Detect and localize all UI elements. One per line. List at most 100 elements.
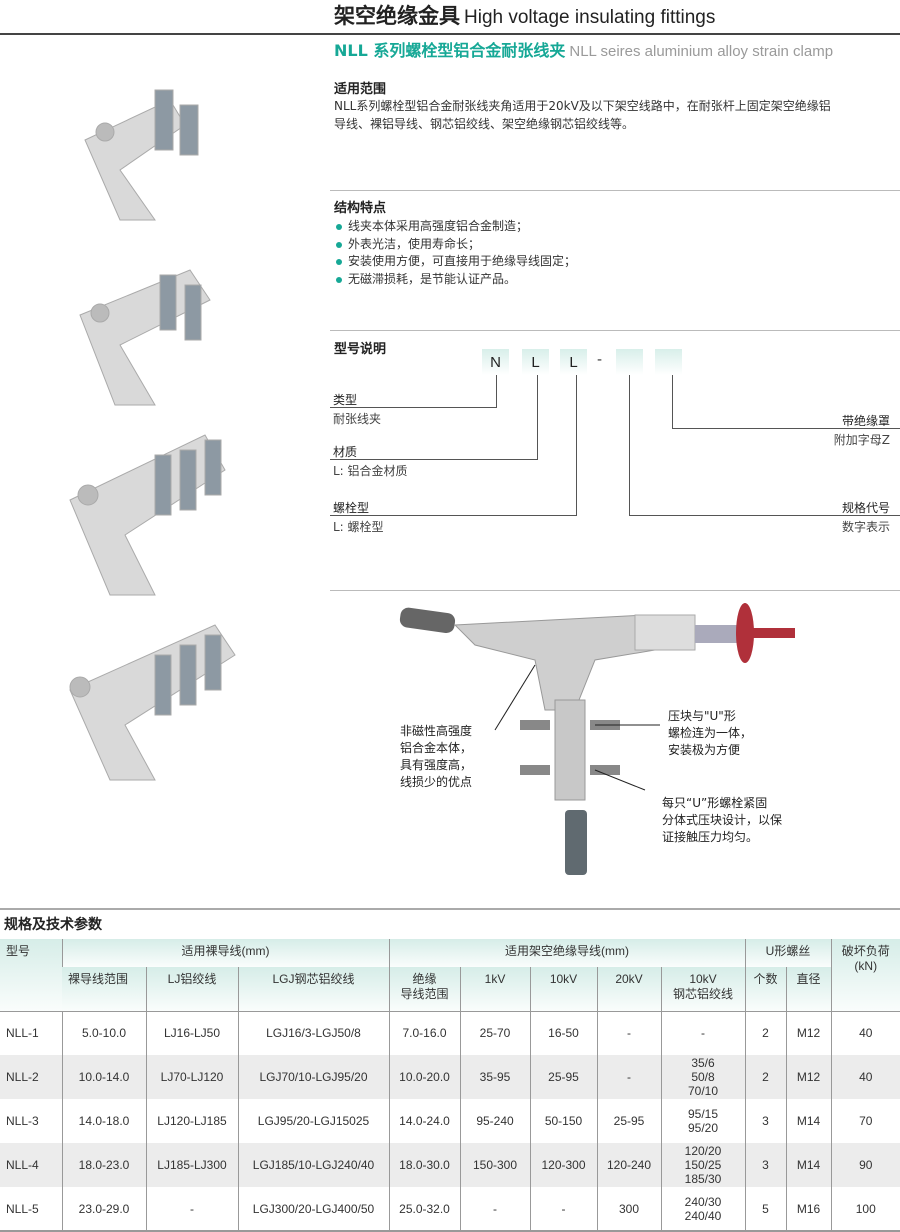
col-count: 个数 [745,967,786,1011]
table-cell: 70 [831,1099,900,1143]
model-heading: 型号说明 [334,338,386,357]
callout-line: 具有强度高， [400,757,472,774]
section-divider [330,190,900,191]
cell-line: 150/25 [662,1158,745,1172]
callout-body: 非磁性高强度铝合金本体，具有强度高，线损少的优点 [400,723,472,791]
table-cell: LGJ16/3-LGJ50/8 [238,1011,389,1055]
callout-line: 压块与"U"形 [668,708,752,725]
table-cell: - [597,1055,661,1099]
leader-line [537,375,538,460]
table-cell: 5 [745,1187,786,1231]
leader-line [672,375,673,429]
cover-value: 附加字母Z [834,431,890,448]
col-bare-range: 裸导线范围 [62,967,146,1011]
table-cell: M12 [786,1011,831,1055]
col-label-line: 绝缘 [390,972,460,987]
table-cell: 95-240 [460,1099,530,1143]
scope-text: NLL系列螺栓型铝合金耐张线夹角适用于20kV及以下架空线路中，在耐张杆上固定架… [334,97,900,133]
table-cell: 300 [597,1187,661,1231]
table-cell: 5.0-10.0 [62,1011,146,1055]
table-cell: 35-95 [460,1055,530,1099]
cell-line: 50/8 [662,1070,745,1084]
table-cell: - [661,1011,745,1055]
table-cell: 7.0-16.0 [389,1011,460,1055]
table-cell: 3 [745,1143,786,1187]
spec-code-value: 数字表示 [842,518,890,535]
table-cell: 90 [831,1143,900,1187]
callout-line: 线损少的优点 [400,774,472,791]
product-photo-2 [60,255,240,425]
scope-line: 导线、裸铝导线、钢芯铝绞线、架空绝缘钢芯铝绞线等。 [334,115,900,133]
material-value: L: 铝合金材质 [333,462,408,479]
table-cell: LGJ70/10-LGJ95/20 [238,1055,389,1099]
table-cell: - [530,1187,597,1231]
col-lj: LJ铝绞线 [146,967,238,1011]
table-cell: NLL-5 [0,1187,62,1231]
spec-table: 型号 适用裸导线(mm) 适用架空绝缘导线(mm) U形螺丝 破坏负荷(kN) … [0,939,900,1232]
code-cover-box [655,349,682,375]
col-lgj: LGJ钢芯铝绞线 [238,967,389,1011]
table-cell: M14 [786,1143,831,1187]
cell-line: 95/20 [662,1121,745,1135]
col-label-line: 钢芯铝绞线 [662,987,745,1002]
table-cell: LJ185-LJ300 [146,1143,238,1187]
features-list: 线夹本体采用高强度铝合金制造； 外表光洁，使用寿命长； 安装使用方便，可直接用于… [334,218,576,288]
col-ins-range: 绝缘导线范围 [389,967,460,1011]
cover-label: 带绝缘罩 [842,412,890,429]
callout-line: 分体式压块设计，以保 [662,812,782,829]
table-cell: 2 [745,1055,786,1099]
product-photo-1 [60,70,230,240]
table-cell: NLL-4 [0,1143,62,1187]
title-en: High voltage insulating fittings [464,7,715,28]
callout-block: 每只“U”形螺栓紧固分体式压块设计，以保证接触压力均匀。 [662,795,782,846]
table-cell: 40 [831,1011,900,1055]
table-cell: 25-70 [460,1011,530,1055]
table-cell: M16 [786,1187,831,1231]
code-letter-l1: L [522,349,549,375]
table-cell: 10.0-20.0 [389,1055,460,1099]
section-divider [0,908,900,910]
col-label-line: 10kV [662,972,745,987]
table-cell: 18.0-23.0 [62,1143,146,1187]
table-cell: 25-95 [530,1055,597,1099]
leader-line [576,375,577,516]
table-cell: M12 [786,1055,831,1099]
table-cell: 100 [831,1187,900,1231]
table-cell: - [146,1187,238,1231]
subtitle-en: NLL seires aluminium alloy strain clamp [569,43,833,60]
table-cell: 50-150 [530,1099,597,1143]
cell-line: - [662,1026,745,1040]
table-cell: 10.0-14.0 [62,1055,146,1099]
col-load: 破坏负荷(kN) [831,939,900,1011]
callout-line: 螺检连为一体， [668,725,752,742]
table-cell: LJ120-LJ185 [146,1099,238,1143]
cell-line: 185/30 [662,1172,745,1186]
col-load-unit: (kN) [832,959,900,974]
cell-line: 240/30 [662,1195,745,1209]
cell-line: 70/10 [662,1084,745,1098]
table-cell: LGJ300/20-LGJ400/50 [238,1187,389,1231]
col-10kv: 10kV [530,967,597,1011]
scope-line: NLL系列螺栓型铝合金耐张线夹角适用于20kV及以下架空线路中，在耐张杆上固定架… [334,97,900,115]
table-cell: 3 [745,1099,786,1143]
table-cell: 40 [831,1055,900,1099]
bolt-label: 螺栓型 [333,499,369,516]
subtitle-cn: NLL 系列螺栓型铝合金耐张线夹 [334,41,565,60]
feature-item: 外表光洁，使用寿命长； [334,236,576,254]
col-group-insulated: 适用架空绝缘导线(mm) [389,939,745,967]
table-cell: NLL-3 [0,1099,62,1143]
spec-title: 规格及技术参数 [4,914,102,934]
table-cell: 120-240 [597,1143,661,1187]
col-group-ubolt: U形螺丝 [745,939,831,967]
bolt-value: L: 螺栓型 [333,518,384,535]
title-cn: 架空绝缘金具 [334,4,460,28]
